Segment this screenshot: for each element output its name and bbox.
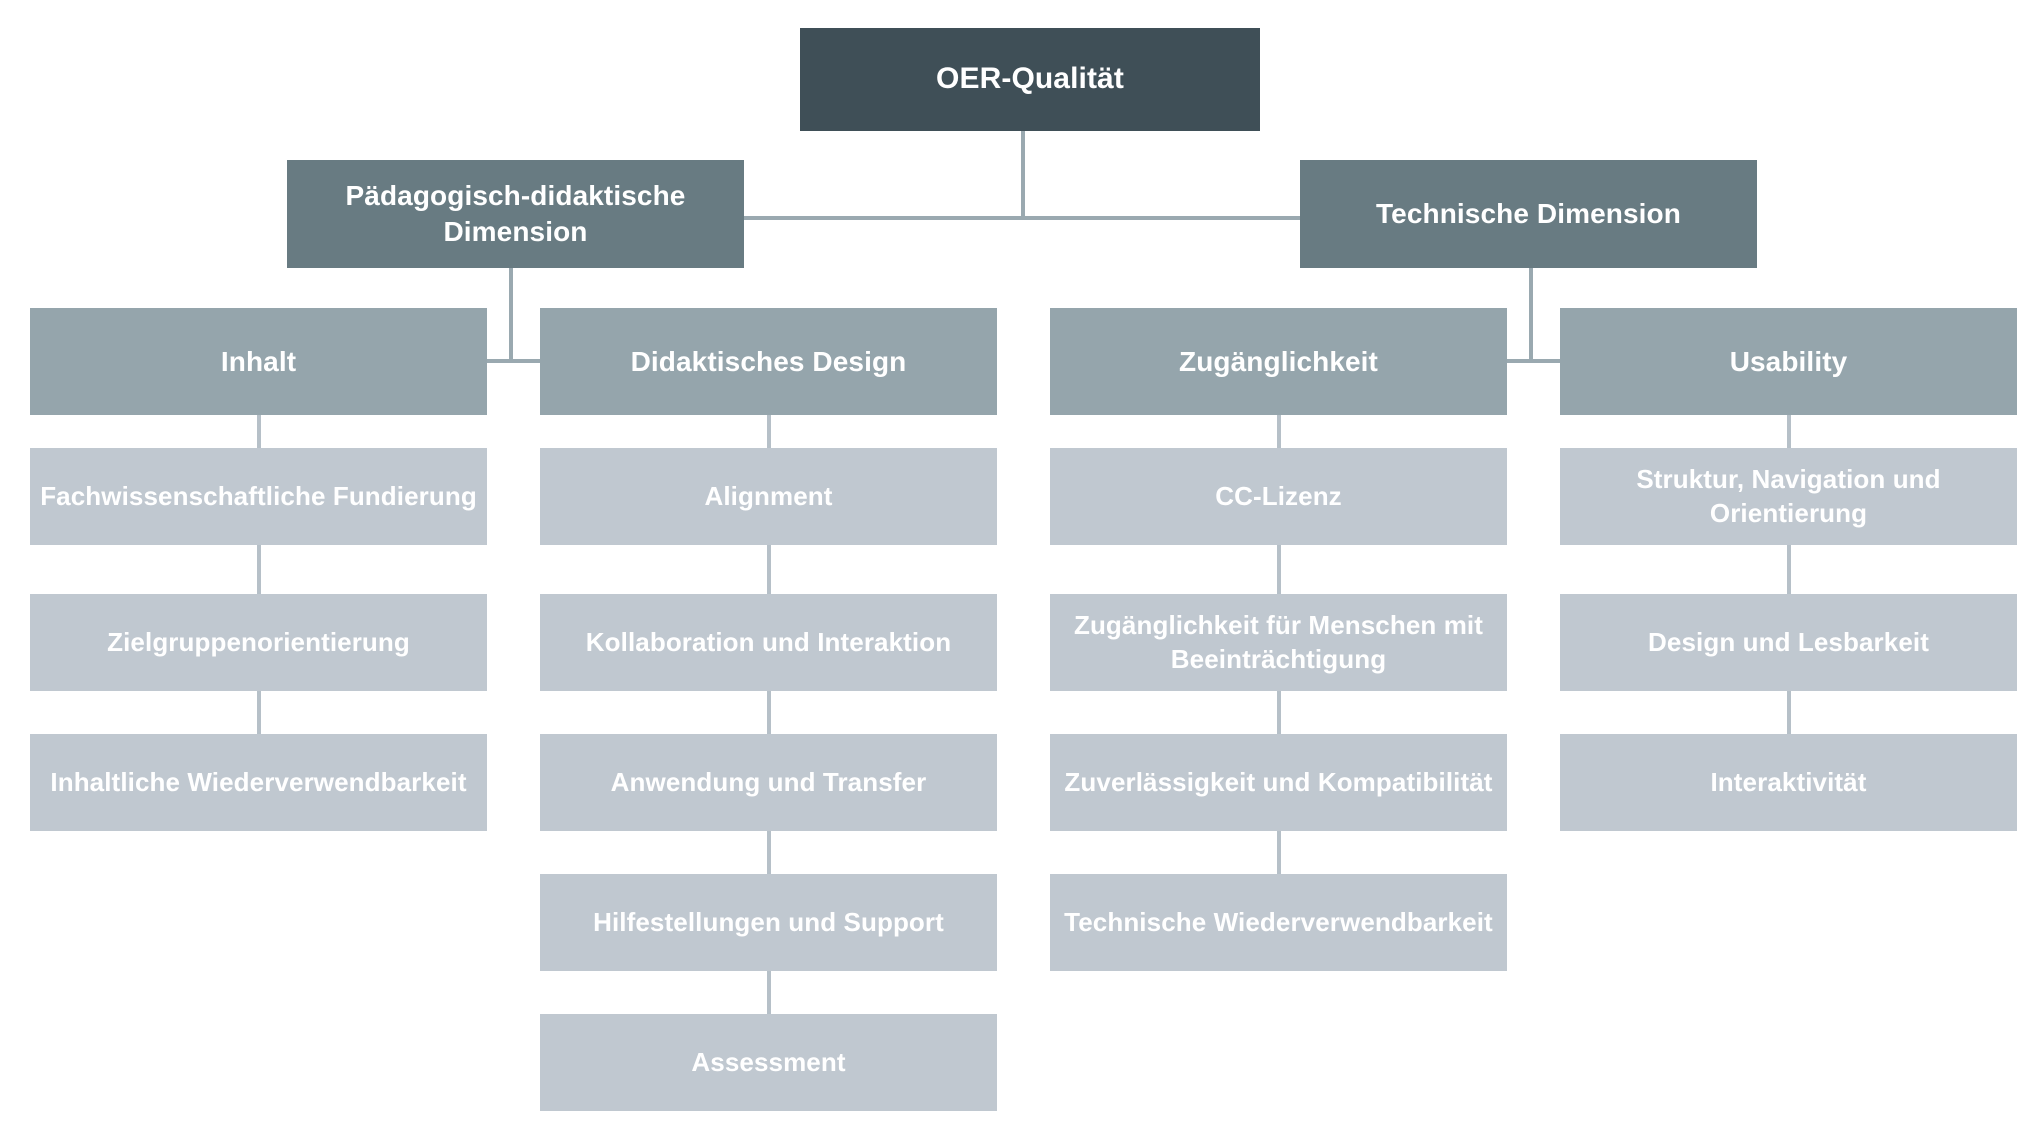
node-leaf-zugaenglichkeit-fuer-menschen-mit-beeintraechtigung[interactable]: Zugänglichkeit für Menschen mit Beeinträ… [1050,594,1507,691]
node-dimension-label: Technische Dimension [1376,198,1681,230]
node-leaf-interaktivitaet[interactable]: Interaktivität [1560,734,2017,831]
node-leaf-anwendung-und-transfer[interactable]: Anwendung und Transfer [540,734,997,831]
connector-dim2-horizontal [1507,359,1583,363]
node-root-label: OER-Qualität [936,62,1124,96]
node-leaf-inhaltliche-wiederverwendbarkeit[interactable]: Inhaltliche Wiederverwendbarkeit [30,734,487,831]
node-leaf-label: Design und Lesbarkeit [1648,626,1929,657]
node-root-oer-qualitaet[interactable]: OER-Qualität [800,28,1260,131]
node-leaf-fachwissenschaftliche-fundierung[interactable]: Fachwissenschaftliche Fundierung [30,448,487,545]
node-leaf-label: Zugänglichkeit für Menschen mit Beeinträ… [1073,610,1484,674]
node-category-label: Usability [1729,345,1848,377]
node-leaf-label: Hilfestellungen und Support [593,906,944,937]
node-category-usability[interactable]: Usability [1560,308,2017,415]
node-leaf-label: Zielgruppenorientierung [107,626,410,657]
node-category-didaktisches-design[interactable]: Didaktisches Design [540,308,997,415]
node-leaf-technische-wiederverwendbarkeit[interactable]: Technische Wiederverwendbarkeit [1050,874,1507,971]
node-category-inhalt[interactable]: Inhalt [30,308,487,415]
node-leaf-label: Struktur, Navigation und Orientierung [1636,464,1941,528]
node-leaf-zielgruppenorientierung[interactable]: Zielgruppenorientierung [30,594,487,691]
connector-root-horizontal [744,216,1301,220]
node-leaf-label: Kollaboration und Interaktion [585,626,952,657]
node-leaf-label: Anwendung und Transfer [610,766,927,797]
connector-dim1-horizontal [487,359,563,363]
connector-dim2-vertical [1529,268,1533,363]
connector-spine-didaktisches-design [767,415,771,1032]
node-category-label: Didaktisches Design [630,345,907,377]
connector-root-vertical [1021,131,1025,219]
node-category-zugaenglichkeit[interactable]: Zugänglichkeit [1050,308,1507,415]
node-dimension-label: Pädagogisch-didaktische Dimension [345,180,686,247]
node-leaf-label: Alignment [704,480,833,511]
node-leaf-zuverlaessigkeit-und-kompatibilitaet[interactable]: Zuverlässigkeit und Kompatibilität [1050,734,1507,831]
node-leaf-alignment[interactable]: Alignment [540,448,997,545]
node-leaf-label: CC-Lizenz [1215,480,1342,511]
node-leaf-label: Interaktivität [1710,766,1867,797]
node-dimension-technische[interactable]: Technische Dimension [1300,160,1757,268]
node-leaf-label: Technische Wiederverwendbarkeit [1064,906,1493,937]
node-category-label: Zugänglichkeit [1179,345,1378,377]
node-leaf-assessment[interactable]: Assessment [540,1014,997,1111]
node-leaf-hilfestellungen-und-support[interactable]: Hilfestellungen und Support [540,874,997,971]
connector-dim1-vertical [509,268,513,363]
node-leaf-struktur-navigation-und-orientierung[interactable]: Struktur, Navigation und Orientierung [1560,448,2017,545]
node-leaf-cc-lizenz[interactable]: CC-Lizenz [1050,448,1507,545]
node-dimension-paedagogisch-didaktische[interactable]: Pädagogisch-didaktische Dimension [287,160,744,268]
node-leaf-label: Zuverlässigkeit und Kompatibilität [1064,766,1493,797]
node-leaf-label: Inhaltliche Wiederverwendbarkeit [50,766,467,797]
node-leaf-design-und-lesbarkeit[interactable]: Design und Lesbarkeit [1560,594,2017,691]
node-leaf-kollaboration-und-interaktion[interactable]: Kollaboration und Interaktion [540,594,997,691]
node-category-label: Inhalt [220,345,297,377]
node-leaf-label: Assessment [691,1046,846,1077]
node-leaf-label: Fachwissenschaftliche Fundierung [40,480,477,511]
